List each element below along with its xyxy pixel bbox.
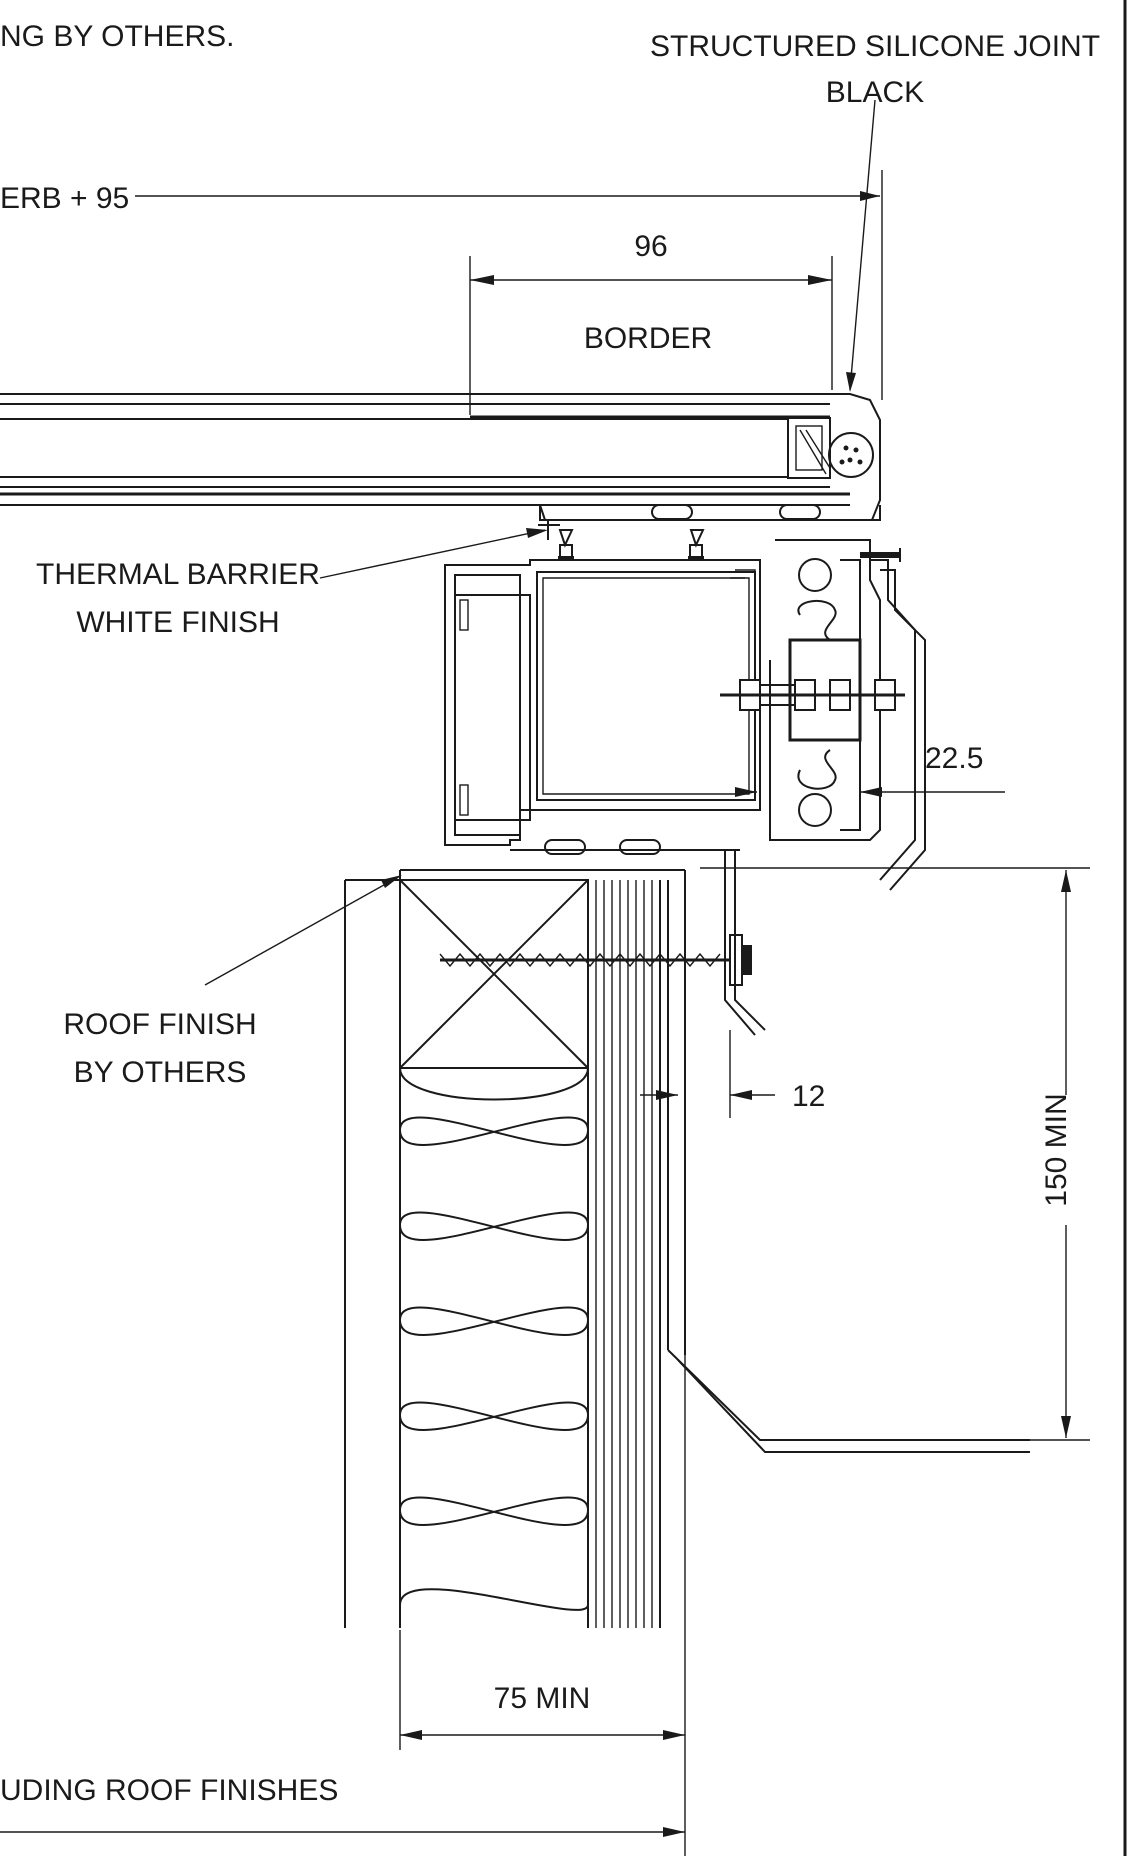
kerb-width-min-label: 75 MIN	[494, 1682, 591, 1715]
frame-profile	[444, 520, 761, 855]
dimensions	[0, 99, 1090, 1856]
silicone-joint-label-line2: BLACK	[826, 76, 924, 109]
glazing-unit	[0, 393, 881, 521]
fixing-screw	[439, 850, 766, 1036]
upstand-min-label: 150 MIN	[1040, 1093, 1073, 1206]
roof-finish-label-line1: ROOF FINISH	[63, 1008, 256, 1041]
roof-finish-label-line2: BY OTHERS	[74, 1056, 247, 1089]
outer-bracket	[720, 539, 926, 891]
dimension-22-5-label: 22.5	[925, 742, 983, 775]
kerb-dimension-label: ERB + 95	[0, 182, 129, 215]
border-dimension-value: 96	[634, 230, 667, 263]
glazing-note-label: NG BY OTHERS.	[0, 20, 235, 53]
bottom-note-label: UDING ROOF FINISHES	[0, 1774, 338, 1807]
border-label: BORDER	[584, 322, 712, 355]
thermal-barrier-label-line1: THERMAL BARRIER	[36, 558, 320, 591]
kerb-assembly	[344, 869, 1030, 1628]
silicone-joint-label-line1: STRUCTURED SILICONE JOINT	[650, 30, 1100, 63]
thermal-barrier-label-line2: WHITE FINISH	[76, 606, 279, 639]
dimension-12-label: 12	[792, 1080, 825, 1113]
